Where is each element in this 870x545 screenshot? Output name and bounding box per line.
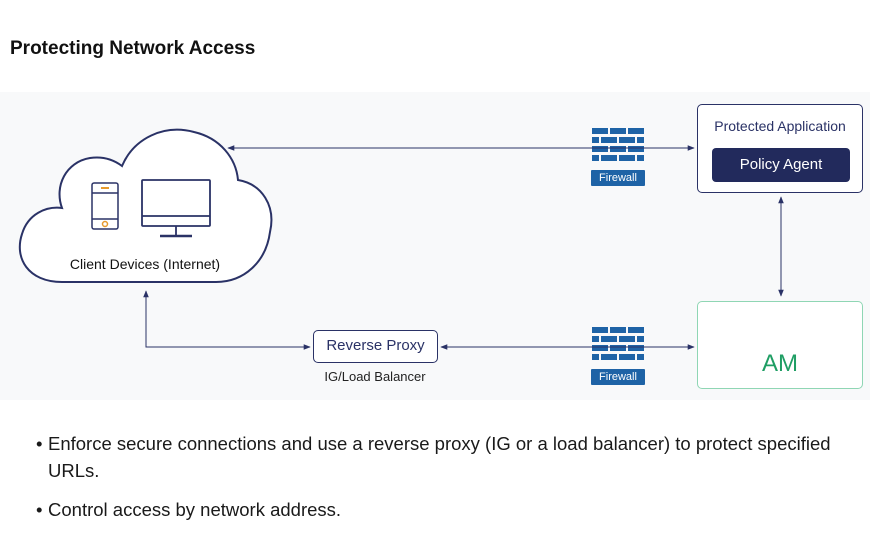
firewall-label-bottom: Firewall — [591, 369, 645, 385]
client-devices-label: Client Devices (Internet) — [69, 256, 221, 272]
am-box: AM — [697, 301, 863, 389]
monitor-icon — [141, 179, 211, 238]
bullet-item: • Control access by network address. — [36, 496, 856, 523]
reverse-proxy-sublabel: IG/Load Balancer — [324, 369, 426, 384]
bullet-text: Control access by network address. — [48, 499, 342, 520]
bullet-dot: • — [36, 499, 43, 520]
protected-application-title: Protected Application — [714, 118, 846, 134]
policy-agent-badge: Policy Agent — [712, 148, 850, 182]
reverse-proxy-box: Reverse Proxy — [313, 330, 438, 363]
firewall-icon-bottom — [592, 327, 644, 360]
cloud-icon — [18, 128, 273, 283]
page-title: Protecting Network Access — [10, 38, 256, 59]
am-label: AM — [762, 350, 798, 377]
arrow-cloud-to-proxy — [143, 290, 311, 350]
bullet-list: • Enforce secure connections and use a r… — [36, 430, 856, 535]
bullet-dot: • — [36, 433, 43, 454]
phone-icon — [91, 182, 119, 230]
firewall-icon-top — [592, 128, 644, 161]
protected-application-box: Protected Application Policy Agent — [697, 104, 863, 193]
firewall-label-top: Firewall — [591, 170, 645, 186]
bullet-text: Enforce secure connections and use a rev… — [48, 433, 831, 481]
bullet-item: • Enforce secure connections and use a r… — [36, 430, 856, 484]
